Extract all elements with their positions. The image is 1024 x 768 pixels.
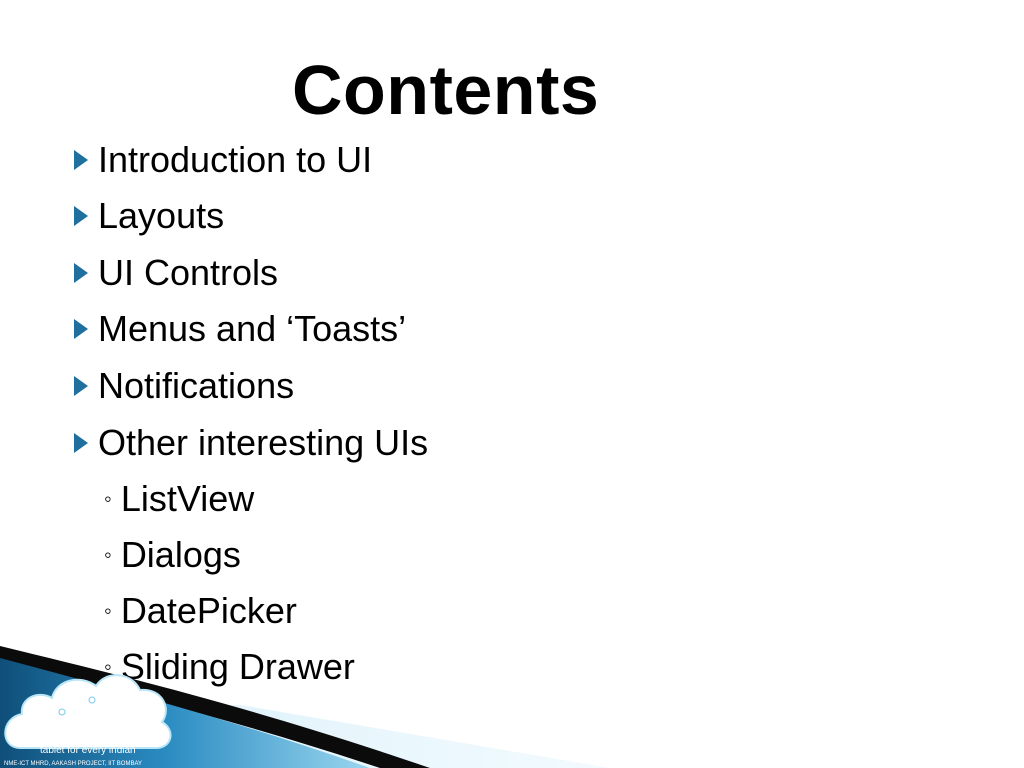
circle-bullet-icon: ◦ [104,598,112,623]
list-item: Other interesting UIs [74,421,428,465]
list-item-label: Layouts [98,195,225,236]
triangle-bullet-icon [74,319,88,339]
circle-bullet-icon: ◦ [104,542,112,567]
sub-list-item: ◦ Dialogs [104,533,241,577]
sub-list-item: ◦ DatePicker [104,589,297,633]
circle-bullet-icon: ◦ [104,654,112,679]
triangle-bullet-icon [74,433,88,453]
list-item-label: Menus and ‘Toasts’ [98,308,407,349]
list-item: UI Controls [74,251,278,295]
sub-list-item-label: Dialogs [120,534,241,575]
list-item: Notifications [74,364,294,408]
list-item-label: Introduction to UI [98,139,373,180]
circle-bullet-icon: ◦ [104,486,112,511]
triangle-bullet-icon [74,263,88,283]
list-item: Layouts [74,194,224,238]
list-item-label: Other interesting UIs [98,422,429,463]
triangle-bullet-icon [74,376,88,396]
sub-list-item-label: DatePicker [120,590,297,631]
list-item: Menus and ‘Toasts’ [74,307,406,351]
sub-list-item-label: Sliding Drawer [120,646,355,687]
slide-title: Contents [292,51,600,129]
sub-list-item-label: ListView [120,478,255,519]
triangle-bullet-icon [74,150,88,170]
triangle-bullet-icon [74,206,88,226]
list-item-label: UI Controls [98,252,279,293]
sub-list-item: ◦ Sliding Drawer [104,645,355,689]
list-item-label: Notifications [98,365,295,406]
list-item: Introduction to UI [74,138,372,182]
sub-list-item: ◦ ListView [104,477,254,521]
